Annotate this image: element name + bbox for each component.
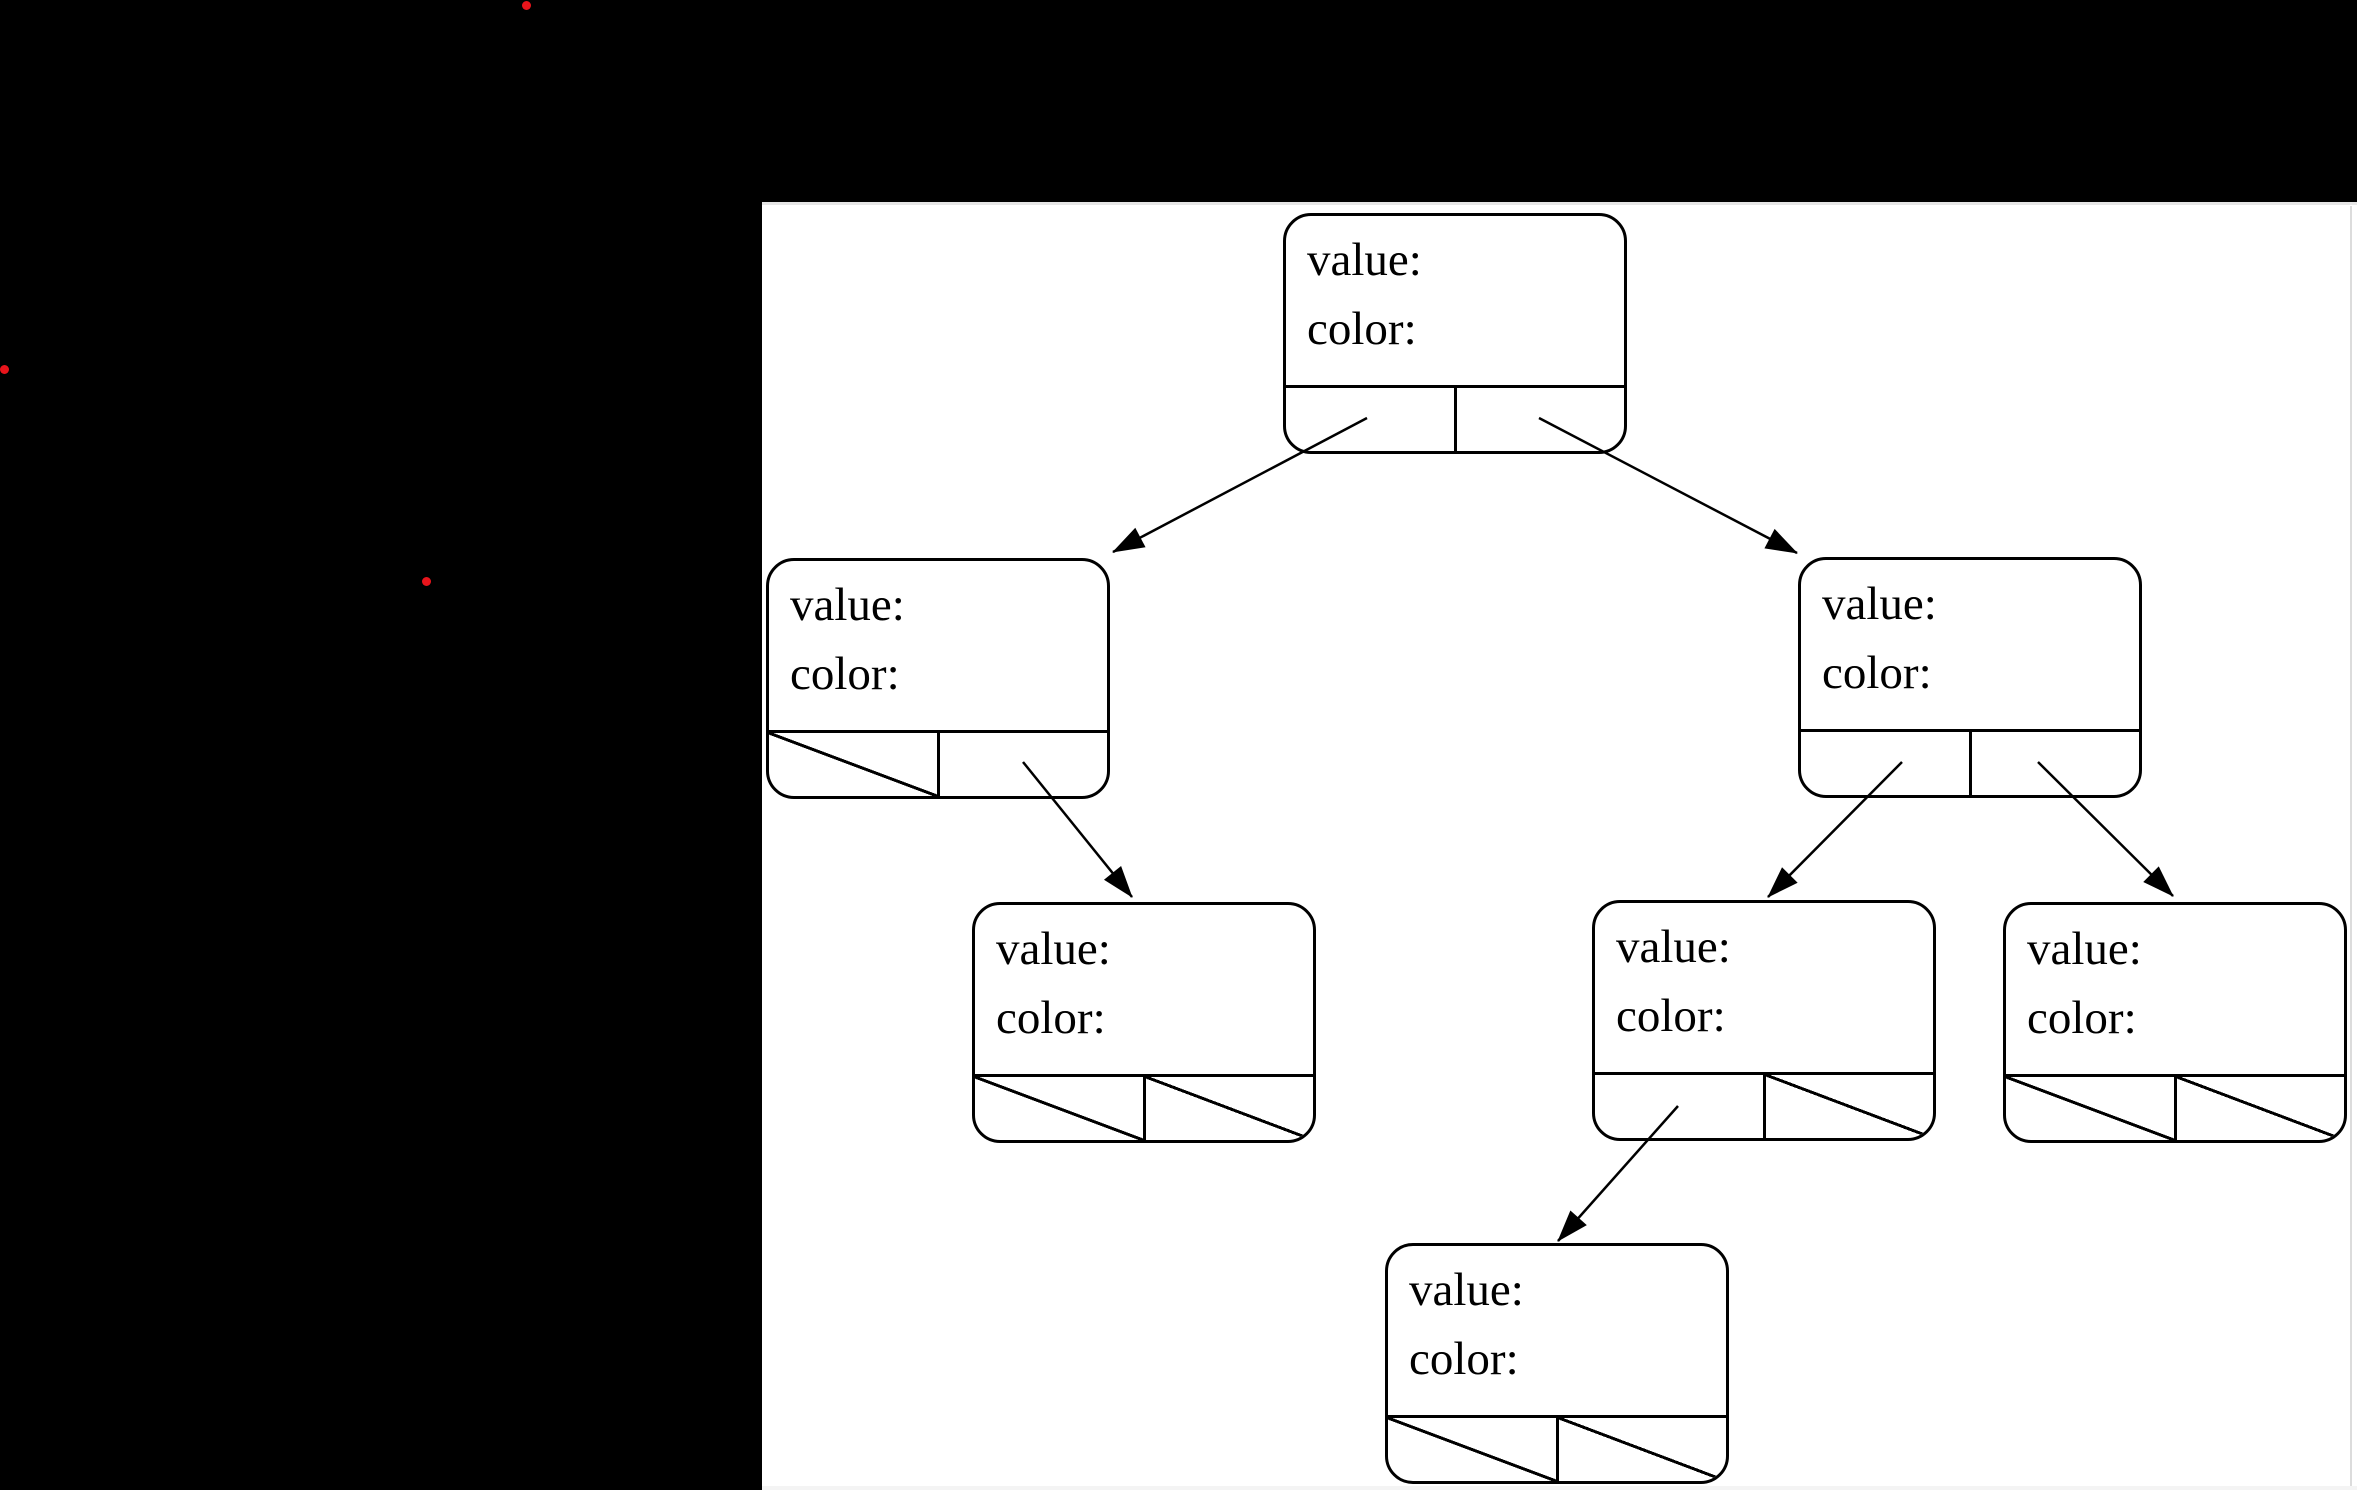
color-field-label: color: <box>2027 992 2137 1044</box>
left-pointer-cell-null <box>769 733 937 796</box>
right-pointer-cell <box>936 733 1108 796</box>
right-pointer-cell-null <box>1142 1077 1313 1140</box>
tree-node-left-child: value: color: <box>766 558 1110 799</box>
node-fields: value: color: <box>1286 216 1624 385</box>
red-dot <box>0 365 9 374</box>
pointer-row <box>1286 385 1624 451</box>
right-pointer-cell <box>1968 732 2140 795</box>
red-dot <box>522 1 531 10</box>
color-field-label: color: <box>790 648 900 700</box>
color-field-label: color: <box>1822 647 1932 699</box>
color-field-label: color: <box>1616 990 1726 1042</box>
color-field-label: color: <box>1409 1333 1519 1385</box>
pointer-row <box>1801 729 2139 795</box>
pointer-row <box>2006 1074 2344 1140</box>
node-fields: value: color: <box>1801 560 2139 729</box>
node-fields: value: color: <box>769 561 1107 730</box>
pointer-row <box>1595 1072 1933 1138</box>
tree-node-root: value: color: <box>1283 213 1627 454</box>
left-pointer-cell <box>1595 1075 1763 1138</box>
node-fields: value: color: <box>1388 1246 1726 1415</box>
value-field-label: value: <box>996 923 1111 975</box>
left-pointer-cell-null <box>2006 1077 2174 1140</box>
value-field-label: value: <box>2027 923 2142 975</box>
right-pointer-cell-null <box>1762 1075 1933 1138</box>
right-pointer-cell <box>1453 388 1625 451</box>
canvas-bottom-edge <box>762 1486 2357 1490</box>
tree-node-right-left-child: value: color: <box>1592 900 1936 1141</box>
left-pointer-cell-null <box>975 1077 1143 1140</box>
red-dot <box>422 577 431 586</box>
pointer-row <box>769 730 1107 796</box>
tree-node-bottom-child: value: color: <box>1385 1243 1729 1484</box>
pointer-row <box>1388 1415 1726 1481</box>
tree-node-right-right-child: value: color: <box>2003 902 2347 1143</box>
value-field-label: value: <box>1307 234 1422 286</box>
tree-node-left-right-child: value: color: <box>972 902 1316 1143</box>
node-fields: value: color: <box>975 905 1313 1074</box>
value-field-label: value: <box>790 579 905 631</box>
value-field-label: value: <box>1616 921 1731 973</box>
color-field-label: color: <box>1307 303 1417 355</box>
right-pointer-cell-null <box>2173 1077 2344 1140</box>
left-pointer-cell <box>1801 732 1969 795</box>
left-pointer-cell <box>1286 388 1454 451</box>
canvas-right-edge <box>2350 206 2352 1490</box>
right-pointer-cell-null <box>1555 1418 1726 1481</box>
value-field-label: value: <box>1822 578 1937 630</box>
node-fields: value: color: <box>2006 905 2344 1074</box>
node-fields: value: color: <box>1595 903 1933 1072</box>
left-pointer-cell-null <box>1388 1418 1556 1481</box>
color-field-label: color: <box>996 992 1106 1044</box>
value-field-label: value: <box>1409 1264 1524 1316</box>
pointer-row <box>975 1074 1313 1140</box>
tree-node-right-child: value: color: <box>1798 557 2142 798</box>
